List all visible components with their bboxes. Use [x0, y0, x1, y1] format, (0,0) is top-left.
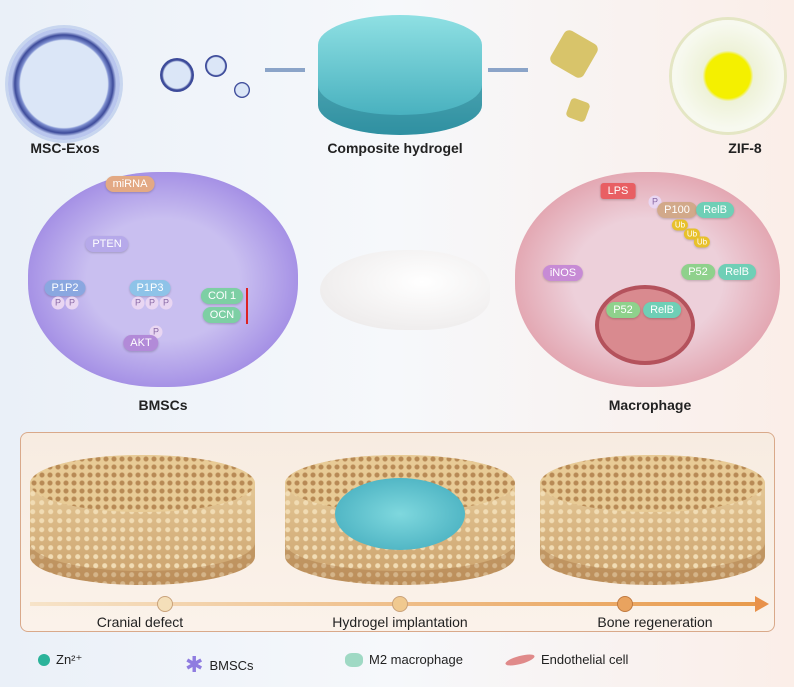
ub-label: Ub [683, 228, 701, 240]
zn-ion-icon [38, 654, 50, 666]
legend-label: M2 macrophage [369, 652, 463, 667]
legend-bmscs: ✱ BMSCs [185, 652, 254, 678]
implanted-hydrogel [335, 478, 465, 550]
relb-label: RelB [696, 202, 734, 218]
pten-label: PTEN [85, 236, 129, 252]
akt-label: AKT [123, 335, 159, 351]
cranial-defect-bone [30, 455, 255, 585]
p52-label: P52 [681, 264, 715, 280]
timeline-marker[interactable] [157, 596, 173, 612]
phosphate-label: P [51, 296, 65, 310]
timeline-marker[interactable] [617, 596, 633, 612]
arrow-right-icon [265, 68, 305, 72]
bmsc-icon: ✱ [185, 652, 204, 677]
p52-label: P52 [606, 302, 640, 318]
p1p2-label: P1P2 [44, 280, 86, 296]
endothelial-cell-icon [504, 651, 536, 668]
zif8-structure-illustration [672, 20, 784, 132]
p1p3-label: P1P3 [129, 280, 171, 296]
legend-label: Zn²⁺ [56, 652, 83, 667]
lps-label: LPS [600, 183, 636, 199]
phosphate-label: P [131, 296, 145, 310]
relb-label: RelB [718, 264, 756, 280]
phosphate-label: P [159, 296, 173, 310]
legend-label: BMSCs [209, 657, 254, 673]
timeline-marker[interactable] [392, 596, 408, 612]
phosphate-label: P [145, 296, 159, 310]
ocn-label: OCN [202, 307, 242, 323]
mouse-illustration [320, 250, 490, 330]
up-arrow-icon [246, 288, 248, 324]
msc-exosome-illustration [8, 28, 120, 140]
zif8-crystal [565, 97, 591, 123]
p100-label: P100 [657, 202, 697, 218]
timeline-step-label: Hydrogel implantation [332, 614, 468, 630]
macrophage-label: Macrophage [608, 397, 692, 413]
inos-label: iNOS [542, 265, 584, 281]
exosome-vesicle [160, 58, 194, 92]
phosphate-label: P [65, 296, 79, 310]
timeline-arrowhead-icon [755, 596, 769, 612]
composite-hydrogel-label: Composite hydrogel [327, 140, 463, 156]
zif8-label: ZIF-8 [728, 140, 762, 156]
legend-m2: M2 macrophage [345, 652, 463, 667]
exosome-vesicle [205, 55, 227, 77]
legend-endothelial: Endothelial cell [504, 651, 629, 668]
timeline-step-label: Cranial defect [96, 614, 184, 630]
col1-label: COl 1 [200, 288, 244, 304]
bmscs-label: BMSCs [138, 397, 188, 413]
ub-label: Ub [693, 236, 711, 248]
legend-label: Endothelial cell [541, 652, 629, 667]
ub-label: Ub [671, 219, 689, 231]
nucleus [595, 285, 695, 365]
composite-hydrogel-illustration [318, 15, 482, 135]
regenerated-bone [540, 455, 765, 585]
mirna-label: miRNA [105, 176, 155, 192]
arrow-left-icon [488, 68, 528, 72]
m2-macrophage-icon [345, 652, 363, 667]
relb-label: RelB [643, 302, 681, 318]
exosome-vesicle [234, 82, 250, 98]
msc-exos-label: MSC-Exos [30, 140, 100, 156]
legend-zn: Zn²⁺ [38, 652, 82, 668]
zif8-crystal [548, 28, 600, 80]
bmsc-cell-illustration [28, 172, 298, 387]
timeline-step-label: Bone regeneration [597, 614, 713, 630]
